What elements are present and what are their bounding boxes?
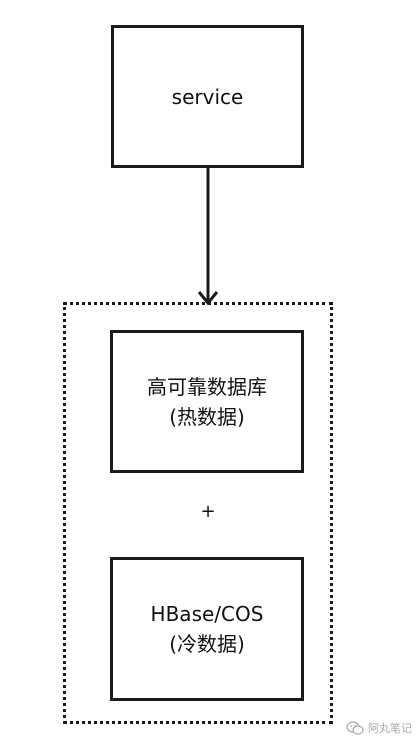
wechat-icon [346, 721, 364, 735]
cold-data-box: HBase/COS (冷数据) [110, 557, 304, 701]
service-box: service [111, 25, 304, 168]
watermark-text: 阿丸笔记 [368, 722, 412, 735]
hot-data-title: 高可靠数据库 [147, 374, 267, 399]
hot-data-box: 高可靠数据库 (热数据) [110, 330, 304, 473]
service-label: service [171, 84, 244, 109]
cold-data-title: HBase/COS [150, 602, 264, 626]
plus-connector: + [200, 501, 216, 522]
cold-data-subtitle: (冷数据) [169, 632, 245, 656]
watermark: 阿丸笔记 [346, 720, 412, 736]
hot-data-subtitle: (热数据) [169, 404, 245, 429]
storage-group-dotted-border [63, 302, 333, 724]
